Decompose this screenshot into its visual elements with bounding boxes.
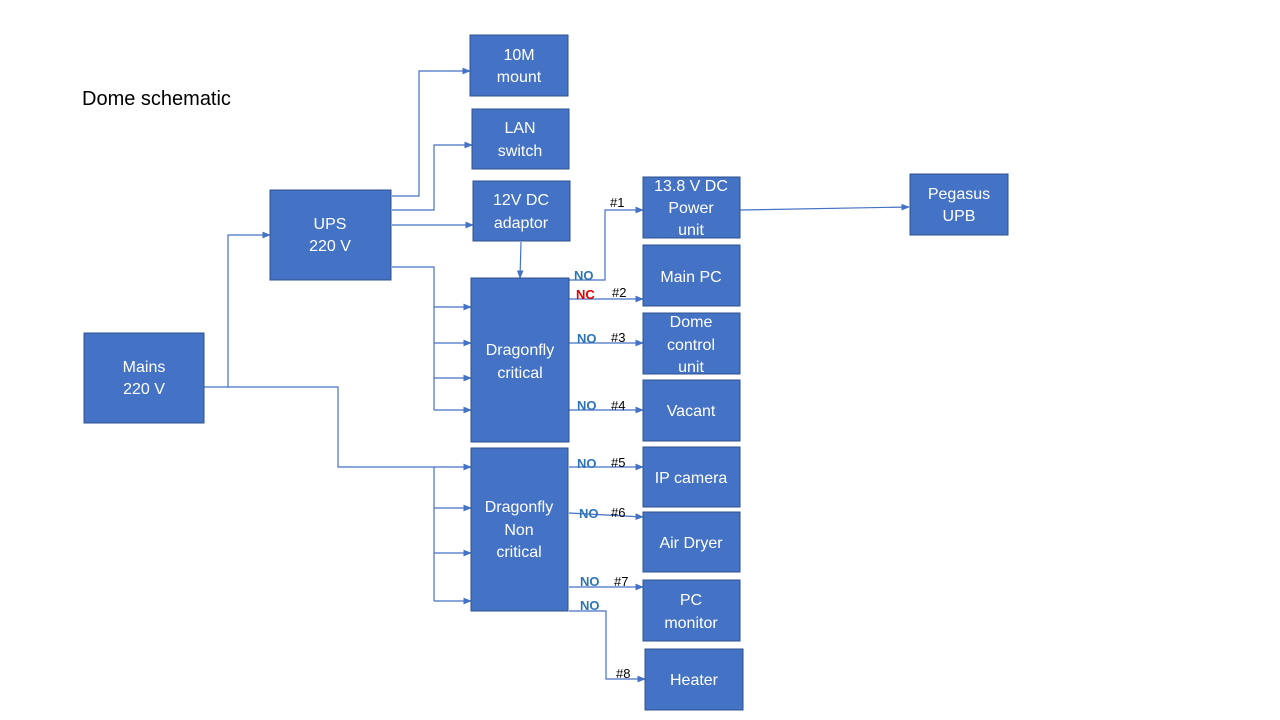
wire-relay-1 [569,206,644,281]
node-mains-line-1: Mains [123,359,166,376]
wires [204,67,910,683]
relay-3-contact: NO [577,331,597,346]
node-airdryer-line-1: Air Dryer [659,535,723,552]
node-ipcam-line-1: IP camera [655,470,728,487]
node-mainpc-line-1: Main PC [660,269,721,286]
relay-2-contact: NC [576,287,595,302]
node-lan-line-1: LAN [504,120,535,137]
node-pc-monitor: PC monitor [642,579,741,642]
relay-5-number: #5 [611,455,625,470]
relay-1-number: #1 [610,195,624,210]
node-mount-line-1: 10M [503,47,534,64]
svg-text:IP camera: IP camera [655,470,728,487]
node-dfn-line-2: Non [504,522,533,539]
wire-adaptor-dfc [516,241,524,279]
relay-6-contact: NO [579,506,599,521]
svg-text:Heater: Heater [670,672,719,689]
node-lan: LAN switch [471,108,570,170]
node-mount-line-2: mount [497,69,542,86]
relay-4-number: #4 [611,398,625,413]
node-pcmon-line-2: monitor [664,615,718,632]
node-lan-line-2: switch [498,143,542,160]
node-mains: Mains 220 V [83,332,205,424]
wire-relay-6 [568,512,644,520]
relay-3-number: #3 [611,330,625,345]
node-dome-control: Dome control unit [642,312,741,376]
node-mount: 10M mount [469,34,569,97]
node-heater-line-1: Heater [670,672,719,689]
node-adaptor: 12V DC adaptor [472,180,571,242]
svg-text:Main PC: Main PC [660,269,721,286]
wire-mains-dfn [228,386,472,471]
node-domectl-line-2: control [667,337,715,354]
node-dfc-line-1: Dragonfly [486,342,554,359]
wire-ups-mount [392,67,471,197]
node-vacant-line-1: Vacant [667,403,716,420]
node-psu-line-3: unit [678,222,704,239]
node-dfc-line-2: critical [497,365,542,382]
relay-7-number: #7 [614,574,628,589]
node-air-dryer: Air Dryer [642,511,741,573]
node-vacant: Vacant [642,379,741,442]
relay-2-number: #2 [612,285,626,300]
node-ups-line-2: 220 V [309,238,351,255]
node-pcmon-line-1: PC [680,592,702,609]
relay-8-number: #8 [616,666,630,681]
node-dfn-line-1: Dragonfly [485,499,553,516]
relay-8-contact: NO [580,598,600,613]
node-main-pc: Main PC [642,244,741,307]
node-domectl-line-1: Dome [670,314,713,331]
node-domectl-line-3: unit [678,359,704,376]
node-psu: 13.8 V DC Power unit [642,176,741,239]
relay-6-number: #6 [611,505,625,520]
node-pegasus-line-1: Pegasus [928,186,990,203]
node-heater: Heater [644,648,744,711]
node-psu-line-1: 13.8 V DC [654,178,728,195]
wire-ups-lan [392,141,473,211]
node-ups-line-1: UPS [314,216,347,233]
relay-labels: NO #1 NC #2 NO #3 NO #4 NO #5 NO #6 NO #… [574,195,630,681]
svg-text:Vacant: Vacant [667,403,716,420]
relay-1-contact: NO [574,268,594,283]
relay-7-contact: NO [580,574,600,589]
node-adaptor-line-1: 12V DC [493,192,549,209]
wire-mains-ups [204,231,271,388]
node-pegasus-line-2: UPB [943,208,976,225]
diagram-title: Dome schematic [82,88,231,110]
node-dragonfly-critical: Dragonfly critical [470,277,570,443]
relay-5-contact: NO [577,456,597,471]
node-mains-line-2: 220 V [123,381,165,398]
relay-4-contact: NO [577,398,597,413]
wire-psu-pegasus [739,203,910,211]
node-ups: UPS 220 V [269,189,392,281]
node-adaptor-line-2: adaptor [494,215,549,232]
svg-text:Air Dryer: Air Dryer [659,535,723,552]
node-dfn-line-3: critical [496,544,541,561]
node-ip-camera: IP camera [642,446,741,508]
wire-ups-dfc-bus [392,266,435,410]
wire-relay-8 [569,610,646,683]
node-psu-line-2: Power [668,200,714,217]
